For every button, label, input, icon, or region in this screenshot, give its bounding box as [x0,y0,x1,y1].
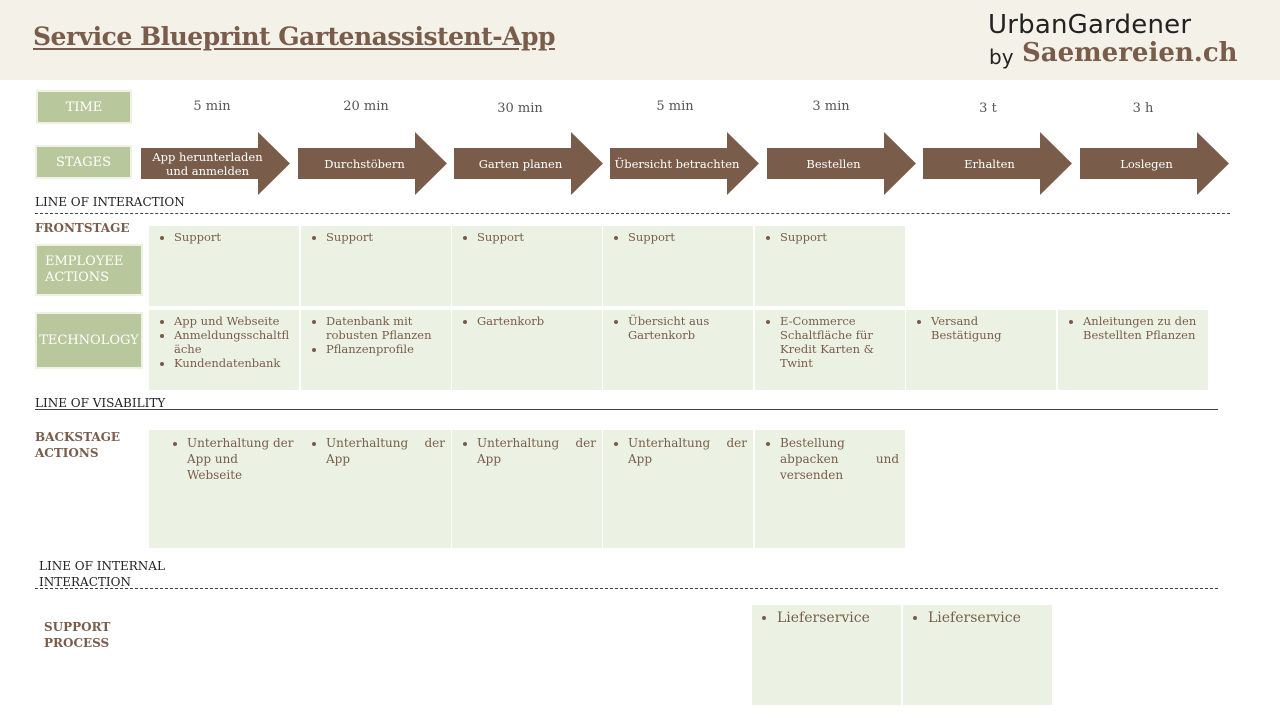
backstage-cell: Unterhaltung der App [452,430,602,548]
technology-cell: Gartenkorb [452,310,602,390]
line-of-internal-interaction [35,588,1218,589]
employee-action-cell: Support [301,226,451,306]
technology-cell: Übersicht aus Gartenkorb [603,310,753,390]
cell-item: Anmeldungsschaltfläche [174,328,293,356]
cell-item: Unterhaltung der App [326,435,445,467]
backstage-label-line: ACTIONS [35,446,99,460]
line-of-internal-interaction-label: LINE OF INTERNAL INTERACTION [39,558,165,590]
technology-cell: App und Webseite Anmeldungsschaltfläche … [149,310,299,390]
brand-name: UrbanGardener [988,10,1192,40]
time-value: 5 min [193,99,231,114]
stage-label: Durchstöbern [324,156,405,171]
time-value: 3 h [1132,101,1154,116]
support-cell: Lieferservice [752,605,901,705]
cell-item: Datenbank mit robusten Pflanzen [326,314,445,342]
line-of-visibility [35,409,1218,410]
time-label: TIME [36,90,132,124]
backstage-label: BACKSTAGE ACTIONS [35,429,120,461]
line-label-part: INTERACTION [39,575,131,589]
stage-label: Übersicht betrachten [614,156,740,171]
line-of-visibility-label: LINE OF VISABILITY [35,396,166,410]
stage-label: Loslegen [1120,156,1173,171]
cell-item: Unterhaltung der App [477,435,596,467]
employee-action-cell: Support [755,226,905,306]
time-value: 30 min [497,101,543,116]
employee-actions-label: EMPLOYEE ACTIONS [35,244,143,296]
stage-arrow: App herunterladen und anmelden [141,132,290,195]
employee-action-cell: Support [149,226,299,306]
cell-item: Kundendatenbank [174,356,293,370]
stage-label: Bestellen [806,156,861,171]
time-value: 3 t [979,101,997,116]
stage-arrow: Garten planen [454,132,603,195]
header-band [0,0,1280,80]
arrow-shape [923,132,1072,195]
cell-item: Versand Bestätigung [931,314,1050,342]
support-process-label: SUPPORT PROCESS [44,619,110,651]
technology-label: TECHNOLOGY [35,312,143,369]
backstage-cell: Unterhaltung der App und Webseite [149,430,301,548]
technology-cell: E-Commerce Schaltfläche für Kredit Karte… [755,310,905,390]
cell-item: Gartenkorb [477,314,596,328]
stage-label: App herunterladen und anmelden [152,149,263,178]
cell-item: Anleitungen zu den Bestellten Pflanzen [1083,314,1202,342]
stage-label: Garten planen [478,156,563,171]
frontstage-label: FRONTSTAGE [35,221,130,235]
stage-label: Erhalten [964,156,1015,171]
line-of-interaction [35,213,1230,214]
cell-item: Übersicht aus Gartenkorb [628,314,747,342]
arrow-shape [610,132,759,195]
time-value: 5 min [656,99,694,114]
stage-arrow: Übersicht betrachten [610,132,759,195]
technology-cell: Datenbank mit robusten Pflanzen Pflanzen… [301,310,451,390]
cell-item: E-Commerce Schaltfläche für Kredit Karte… [780,314,899,370]
backstage-cell: Unterhaltung der App [301,430,451,548]
cell-item: Support [780,230,899,244]
employee-action-cell: Support [603,226,753,306]
cell-item: Pflanzenprofile [326,342,445,356]
cell-item: Lieferservice [928,609,1046,627]
time-value: 3 min [812,99,850,114]
technology-cell: Anleitungen zu den Bestellten Pflanzen [1058,310,1208,390]
cell-item: Support [628,230,747,244]
support-cell: Lieferservice [903,605,1052,705]
arrow-shape [767,132,916,195]
brand-by: by [989,45,1014,69]
cell-item: Unterhaltung der App und Webseite [187,435,295,483]
brand-company: Saemereien.ch [1022,38,1238,68]
page-title: Service Blueprint Gartenassistent-App [33,22,555,51]
cell-item: Support [174,230,293,244]
line-label-part: LINE OF INTERNAL [39,559,165,573]
employee-action-cell: Support [452,226,602,306]
time-value: 20 min [343,99,389,114]
stage-arrow: Loslegen [1080,132,1229,195]
line-of-interaction-label: LINE OF INTERACTION [35,195,185,209]
arrow-shape [141,132,290,195]
cell-item: Lieferservice [777,609,895,627]
backstage-cell: Unterhaltung der App [603,430,753,548]
cell-item: Bestellung abpacken und versenden [780,435,899,483]
cell-item: Support [326,230,445,244]
arrow-shape [454,132,603,195]
backstage-cell: Bestellung abpacken und versenden [755,430,905,548]
support-label-line: PROCESS [44,636,110,650]
arrow-shape [1080,132,1229,195]
arrow-shape [298,132,447,195]
stage-arrow: Durchstöbern [298,132,447,195]
stages-label: STAGES [35,145,132,179]
cell-item: Unterhaltung der App [628,435,747,467]
stage-arrow: Bestellen [767,132,916,195]
support-label-line: SUPPORT [44,620,111,634]
technology-cell: Versand Bestätigung [906,310,1056,390]
backstage-label-line: BACKSTAGE [35,430,121,444]
cell-item: App und Webseite [174,314,293,328]
stage-arrow: Erhalten [923,132,1072,195]
cell-item: Support [477,230,596,244]
